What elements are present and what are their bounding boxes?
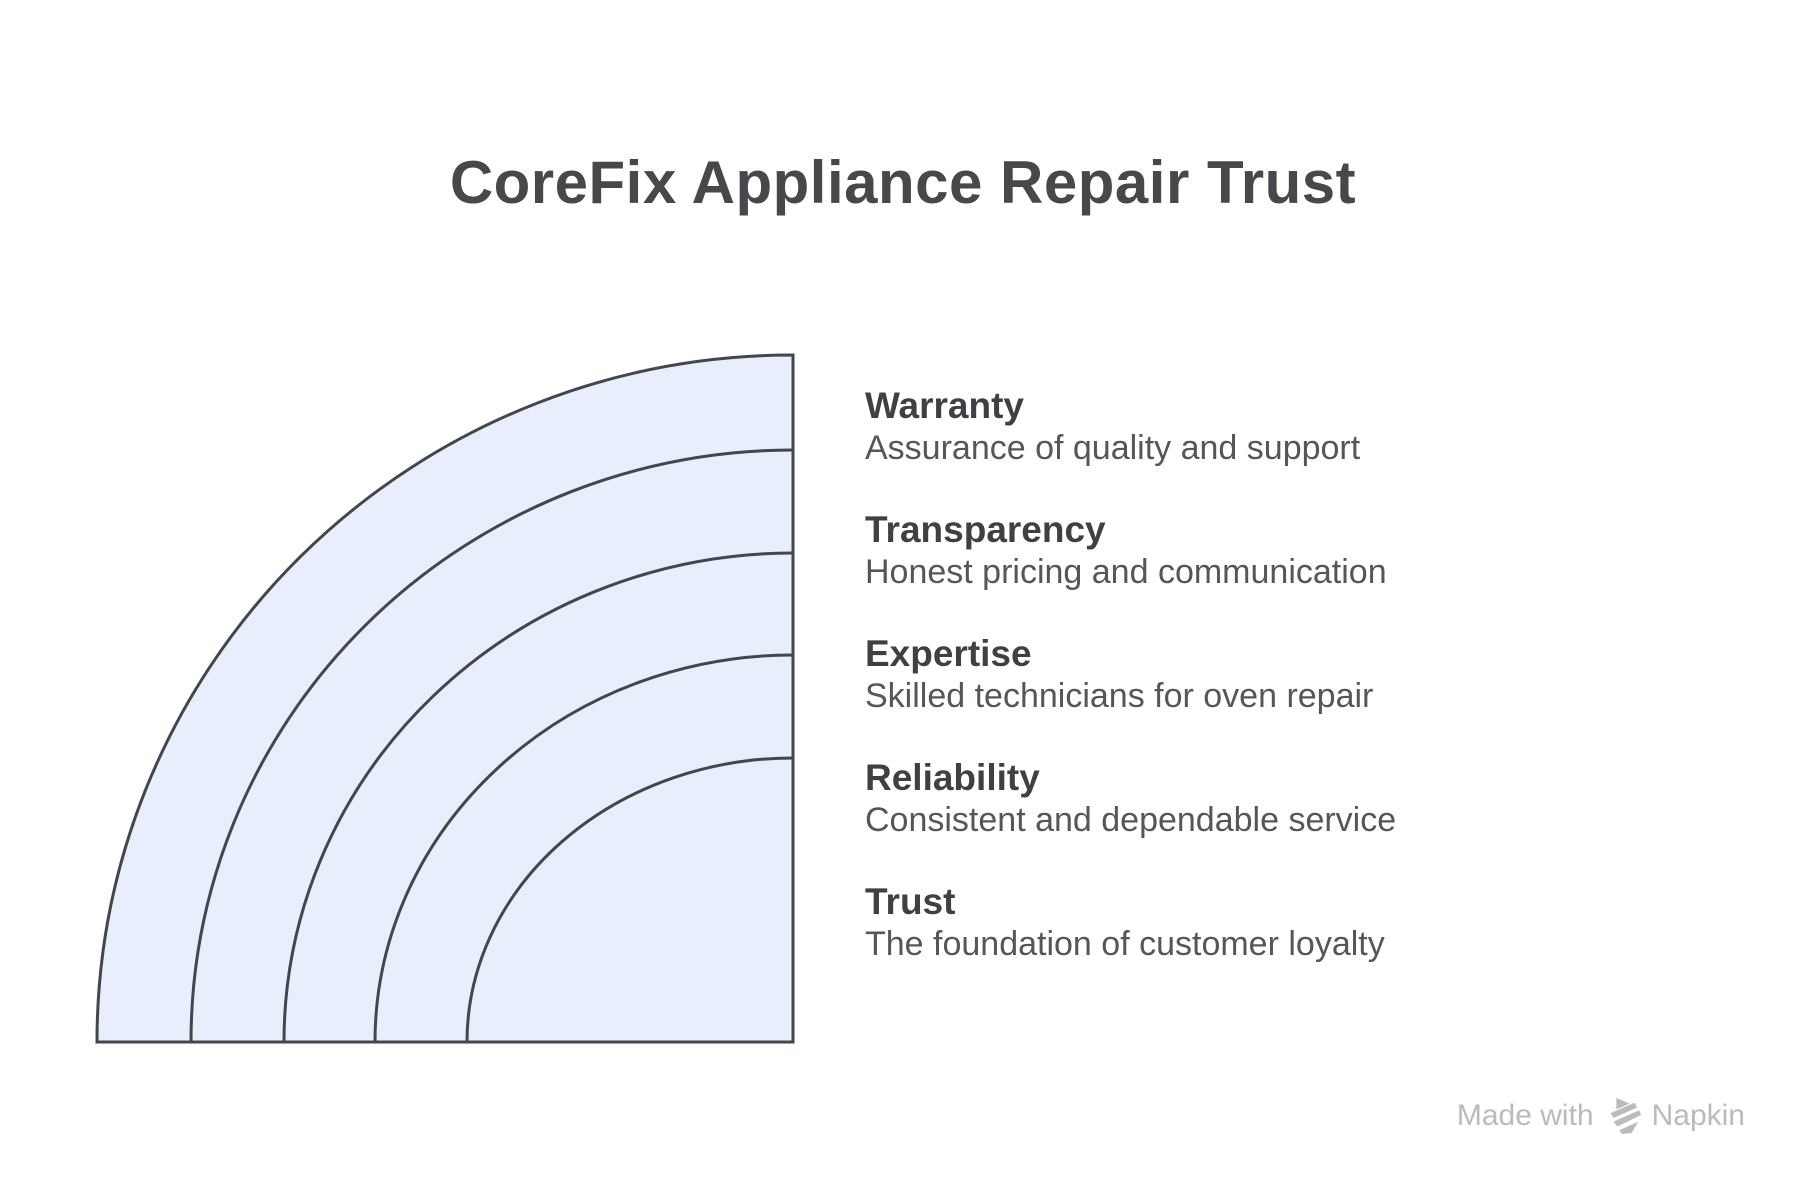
legend-item-reliability: Reliability Consistent and dependable se…	[865, 756, 1465, 840]
watermark-prefix: Made with	[1456, 1099, 1594, 1132]
legend-list: Warranty Assurance of quality and suppor…	[865, 384, 1465, 1004]
napkin-logo-icon	[1610, 1097, 1641, 1135]
arc-line-transparency	[189, 448, 794, 1043]
legend-item-label: Warranty	[865, 385, 1025, 426]
legend-item-label: Trust	[865, 881, 956, 922]
legend-item-expertise: Expertise Skilled technicians for oven r…	[865, 632, 1465, 716]
concentric-arcs-diagram	[95, 353, 795, 1044]
legend-item-description: Assurance of quality and support	[865, 429, 1361, 467]
legend-item-label: Reliability	[865, 757, 1040, 798]
legend-item-description: Skilled technicians for oven repair	[865, 677, 1374, 715]
legend-item-label: Expertise	[865, 633, 1032, 674]
watermark-brand: Napkin	[1651, 1099, 1745, 1132]
legend-item-description: The foundation of customer loyalty	[865, 925, 1385, 963]
legend-item-description: Consistent and dependable service	[865, 801, 1397, 839]
napkin-watermark: Made with Napkin	[1457, 1096, 1745, 1136]
legend-item-transparency: Transparency Honest pricing and communic…	[865, 508, 1465, 592]
page-title: CoreFix Appliance Repair Trust	[449, 149, 1357, 216]
arc-band-outer-warranty	[95, 353, 795, 1044]
legend-item-description: Honest pricing and communication	[865, 553, 1387, 591]
arc-line-reliability	[373, 653, 794, 1043]
legend-item-label: Transparency	[865, 509, 1106, 550]
legend-item-trust: Trust The foundation of customer loyalty	[865, 880, 1465, 964]
arc-line-trust	[465, 756, 794, 1043]
arc-line-expertise	[282, 551, 794, 1043]
legend-item-warranty: Warranty Assurance of quality and suppor…	[865, 384, 1465, 468]
